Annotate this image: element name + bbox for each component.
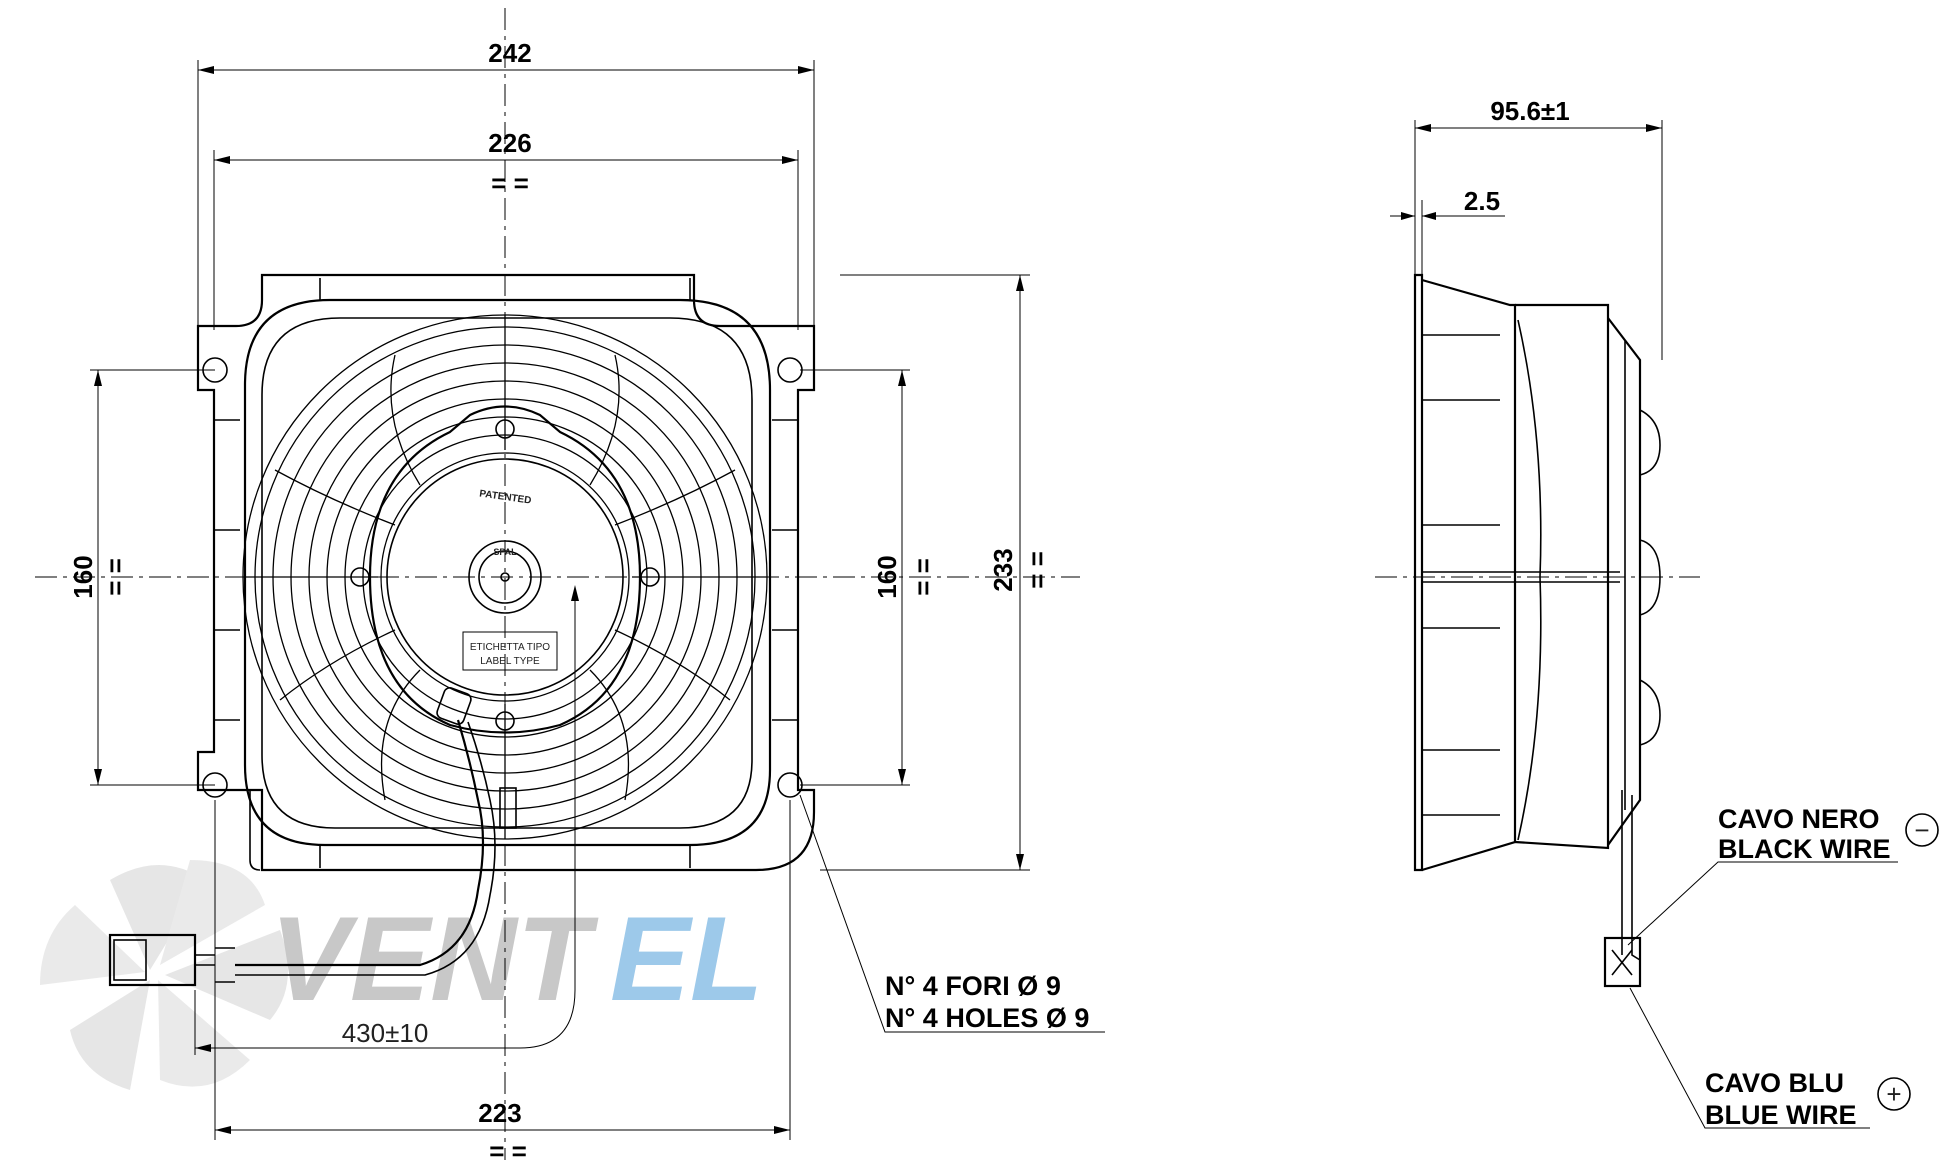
dim-bottom-width: 223 = = bbox=[214, 800, 791, 1166]
dim-hole-spacing-left-value: 160 bbox=[68, 555, 98, 598]
positive-sign: + bbox=[1886, 1079, 1901, 1109]
side-ribs bbox=[1422, 334, 1620, 816]
shroud-frame bbox=[243, 298, 772, 847]
side-flange bbox=[1413, 273, 1424, 872]
front-view: PATENTED SPAL ETICHETTA TIPO LABEL TYPE bbox=[35, 8, 1105, 1166]
brand-emblem: SPAL bbox=[493, 547, 517, 557]
dim-overall-width: 242 bbox=[197, 38, 815, 330]
blue-wire-label-english: BLUE WIRE bbox=[1705, 1100, 1857, 1130]
black-wire-note: CAVO NERO BLACK WIRE − bbox=[1627, 804, 1939, 946]
dim-hole-spacing-left: 160 = = bbox=[68, 369, 215, 786]
cable-and-connector bbox=[108, 719, 496, 987]
holes-note-italian: N° 4 FORI Ø 9 bbox=[885, 971, 1061, 1001]
motor-screw-top bbox=[495, 419, 515, 439]
motor-screw-right bbox=[640, 567, 660, 587]
dim-depth-value: 95.6±1 bbox=[1490, 96, 1569, 126]
dim-bottom-width-symmetry: = = bbox=[489, 1136, 527, 1166]
side-fan-blades bbox=[1607, 317, 1642, 846]
dim-hole-spacing-right: 160 = = bbox=[800, 369, 938, 786]
dim-cable-length: 430±10 bbox=[194, 585, 579, 1055]
watermark-text-blue: EL bbox=[610, 892, 763, 1026]
dim-flange-width: 226 = = bbox=[213, 128, 799, 330]
dim-overall-height: 233 = = bbox=[820, 274, 1052, 871]
mounting-hole-top-right bbox=[777, 357, 803, 383]
ventel-watermark: VENT EL bbox=[40, 860, 763, 1090]
dim-flange-thickness-value: 2.5 bbox=[1464, 186, 1500, 216]
type-label-line1: ETICHETTA TIPO bbox=[470, 642, 550, 653]
fan-grill bbox=[242, 314, 768, 840]
black-wire-label-english: BLACK WIRE bbox=[1718, 834, 1890, 864]
side-shroud bbox=[1421, 278, 1517, 872]
positive-terminal-icon bbox=[1877, 1077, 1911, 1111]
dim-overall-height-value: 233 bbox=[988, 548, 1018, 591]
motor-hub: PATENTED SPAL ETICHETTA TIPO LABEL TYPE bbox=[350, 405, 660, 829]
black-wire-label-italian: CAVO NERO bbox=[1718, 804, 1880, 834]
negative-terminal-icon bbox=[1905, 813, 1939, 847]
dim-flange-thickness: 2.5 bbox=[1390, 186, 1505, 275]
cable bbox=[235, 719, 485, 967]
dim-overall-height-symmetry: = = bbox=[1022, 551, 1052, 589]
side-connector bbox=[1603, 936, 1642, 988]
dim-depth: 95.6±1 bbox=[1414, 96, 1663, 360]
blue-wire-note: CAVO BLU BLUE WIRE + bbox=[1629, 987, 1911, 1130]
flange-ribs bbox=[214, 278, 798, 868]
dim-bottom-width-value: 223 bbox=[478, 1098, 521, 1128]
dim-flange-width-value: 226 bbox=[488, 128, 531, 158]
motor-screw-bottom bbox=[495, 711, 515, 731]
holes-note: N° 4 FORI Ø 9 N° 4 HOLES Ø 9 bbox=[799, 794, 1105, 1033]
type-label-line2: LABEL TYPE bbox=[480, 656, 540, 667]
connector bbox=[108, 933, 197, 987]
motor-screw-left bbox=[350, 567, 370, 587]
dim-cable-length-value: 430±10 bbox=[342, 1018, 429, 1048]
dim-overall-width-value: 242 bbox=[488, 38, 531, 68]
dim-hole-spacing-left-symmetry: = = bbox=[100, 558, 130, 596]
dim-flange-width-symmetry: = = bbox=[491, 168, 529, 198]
side-view: 95.6±1 2.5 CAVO NERO BLACK WIRE − CAVO B… bbox=[1375, 96, 1939, 1130]
dim-hole-spacing-right-value: 160 bbox=[872, 555, 902, 598]
negative-sign: − bbox=[1914, 815, 1929, 845]
side-motor-housing bbox=[1514, 303, 1610, 850]
blue-wire-label-italian: CAVO BLU bbox=[1705, 1068, 1844, 1098]
watermark-fan-logo bbox=[40, 860, 288, 1090]
dim-hole-spacing-right-symmetry: = = bbox=[908, 558, 938, 596]
holes-note-english: N° 4 HOLES Ø 9 bbox=[885, 1003, 1089, 1033]
type-label-plate bbox=[462, 631, 558, 671]
